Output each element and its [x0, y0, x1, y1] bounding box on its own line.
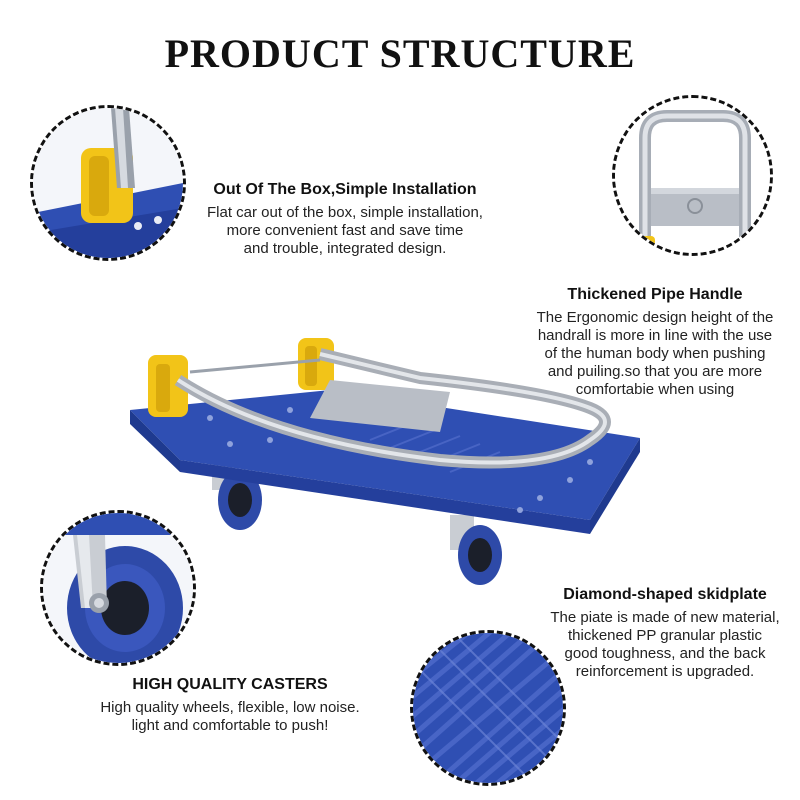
- skidplate-heading: Diamond-shaped skidplate: [563, 586, 767, 603]
- installation-line-2: more convenient fast and save time: [226, 222, 464, 239]
- handle-line-1: The Ergonomic design height of the: [536, 309, 774, 326]
- casters-heading: HIGH QUALITY CASTERS: [132, 676, 328, 693]
- handle-line-2: handrall is more in line with the use: [537, 327, 773, 344]
- caster-detail-image: [40, 510, 196, 666]
- skidplate-line-3: good toughness, and the back: [564, 645, 766, 662]
- page-title: PRODUCT STRUCTURE: [164, 31, 636, 76]
- installation-line-3: and trouble, integrated design.: [243, 240, 447, 257]
- casters-feature: HIGH QUALITY CASTERS High quality wheels…: [80, 675, 380, 735]
- handle-heading: Thickened Pipe Handle: [567, 286, 743, 303]
- skidplate-line-1: The piate is made of new material,: [550, 609, 780, 626]
- handle-detail-image: [612, 95, 773, 256]
- installation-line-1: Flat car out of the box, simple installa…: [207, 204, 483, 221]
- skidplate-line-2: thickened PP granular plastic: [567, 627, 762, 644]
- skidplate-feature: Diamond-shaped skidplate The piate is ma…: [535, 585, 795, 681]
- trolley-product-image: [120, 320, 660, 595]
- handle-line-3: of the human body when pushing: [544, 345, 766, 362]
- handle-feature: Thickened Pipe Handle The Ergonomic desi…: [520, 285, 790, 399]
- casters-line-2: light and comfortable to push!: [131, 717, 329, 734]
- installation-feature: Out Of The Box,Simple Installation Flat …: [185, 180, 505, 258]
- front-left-wheel: [450, 515, 502, 585]
- skidplate-line-4: reinforcement is upgraded.: [575, 663, 755, 680]
- installation-heading: Out Of The Box,Simple Installation: [213, 181, 477, 198]
- casters-line-1: High quality wheels, flexible, low noise…: [100, 699, 360, 716]
- handle-line-4: and puiling.so that you are more: [547, 363, 763, 380]
- hinge-detail-image: [30, 105, 186, 261]
- handle-line-5: comfortabie when using: [575, 381, 735, 398]
- skidplate-detail-image: [410, 630, 566, 786]
